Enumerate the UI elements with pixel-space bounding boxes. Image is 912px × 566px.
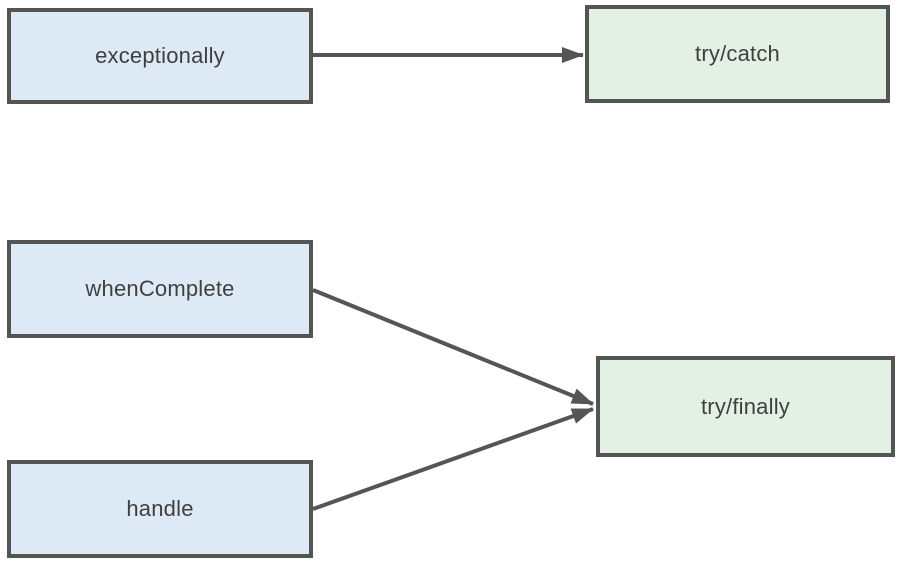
node-label: try/finally bbox=[701, 393, 790, 419]
edge-handle-to-try-finally bbox=[312, 407, 594, 511]
node-handle: handle bbox=[7, 460, 313, 558]
node-whenComplete: whenComplete bbox=[7, 240, 313, 338]
node-label: whenComplete bbox=[85, 276, 235, 301]
edge-whenComplete-to-try-finally bbox=[312, 288, 594, 406]
node-label: exceptionally bbox=[95, 43, 225, 68]
node-try-catch: try/catch bbox=[585, 5, 890, 103]
node-exceptionally: exceptionally bbox=[7, 8, 313, 104]
node-label: handle bbox=[126, 496, 194, 521]
node-label: try/catch bbox=[695, 41, 780, 66]
node-try-finally: try/finally bbox=[596, 356, 895, 457]
